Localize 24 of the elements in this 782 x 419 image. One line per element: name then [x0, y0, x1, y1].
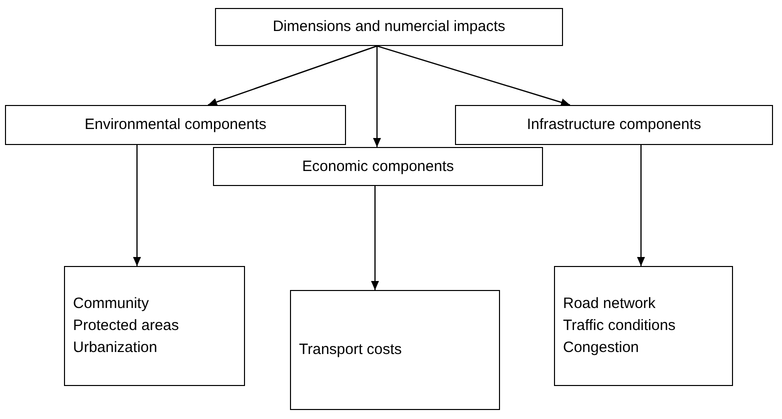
category-box: [213, 147, 543, 186]
arrow: [373, 46, 381, 147]
arrow: [637, 145, 645, 266]
arrow: [133, 145, 141, 266]
list-item: Urbanization: [73, 338, 158, 358]
box-label: Dimensions and numercial impacts: [272, 17, 506, 37]
category-box: [455, 105, 773, 145]
list-item: Road network: [563, 294, 656, 314]
list-item: Congestion: [563, 338, 639, 358]
list-item: Transport costs: [299, 340, 402, 360]
arrow: [371, 186, 379, 290]
category-box: [215, 8, 563, 46]
box-label: Economic components: [302, 156, 454, 176]
list-box: [290, 290, 500, 410]
arrow: [376, 45, 570, 106]
box-label: Environmental components: [84, 115, 266, 135]
arrow: [208, 45, 378, 106]
list-item: Community: [73, 294, 149, 314]
list-box: [554, 266, 733, 386]
list-box: [64, 266, 245, 386]
category-box: [5, 105, 346, 145]
list-item: Protected areas: [73, 316, 179, 336]
list-item: Traffic conditions: [563, 316, 676, 336]
box-label: Infrastructure components: [526, 115, 702, 135]
